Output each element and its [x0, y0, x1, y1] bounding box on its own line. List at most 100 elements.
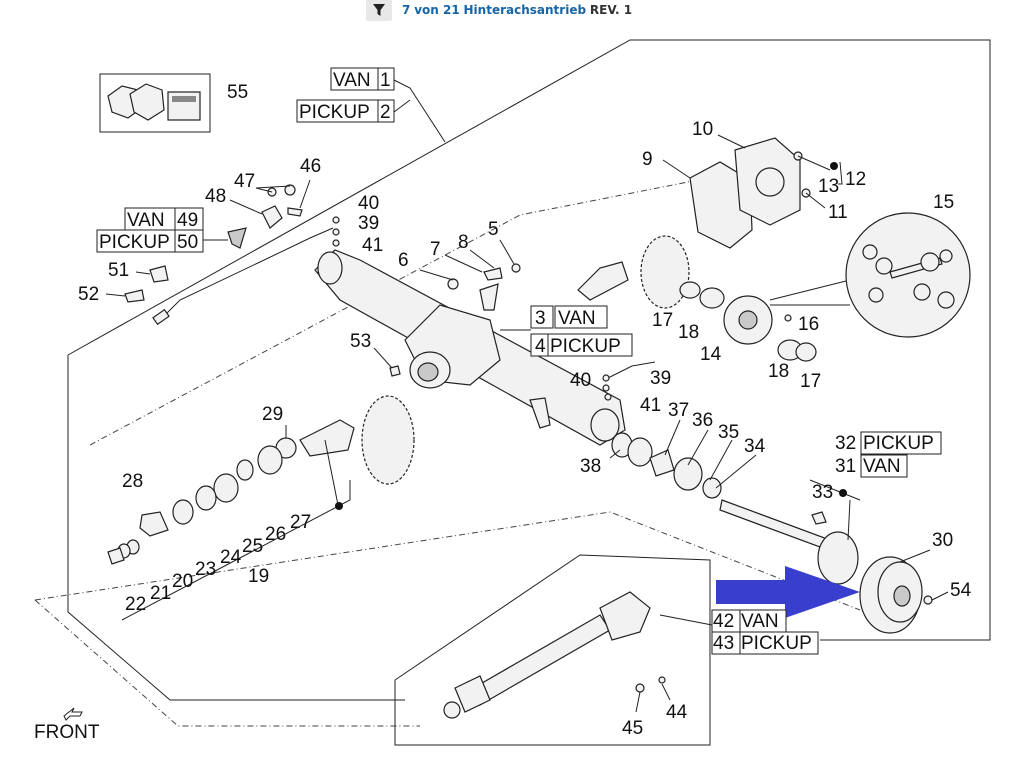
part-number-17b: 17 — [800, 371, 821, 392]
part-number-33: 33 — [812, 482, 833, 503]
part-39-41-lower-fittings[interactable]: 40 39 41 — [570, 361, 671, 416]
part-39-41-upper-fittings[interactable]: 40 39 41 — [332, 193, 383, 256]
part-number-41b: 41 — [640, 395, 661, 416]
variant-label-31-32: 32 PICKUP 31 VAN — [835, 431, 942, 478]
page-number: 7 — [402, 3, 411, 17]
variant-pickup-2: PICKUP — [299, 102, 370, 123]
filter-icon — [373, 3, 385, 16]
part-number-38: 38 — [580, 456, 601, 477]
part-number-55: 55 — [227, 82, 248, 103]
part-number-39a: 39 — [358, 213, 379, 234]
ring-pinion-upper[interactable]: 17 18 — [577, 235, 725, 343]
front-arrow-icon — [63, 707, 83, 721]
part-53-vent[interactable]: 53 — [350, 331, 401, 377]
part-51-52-clips[interactable]: 51 52 — [78, 260, 169, 305]
filter-button[interactable] — [366, 0, 392, 21]
part-number-6: 6 — [398, 250, 409, 271]
part-55-gasket-kit[interactable]: 55 — [99, 73, 248, 133]
variant-label-1-2: VAN 1 PICKUP 2 — [296, 67, 446, 143]
variant-num-31: 31 — [835, 456, 856, 477]
variant-num-49: 49 — [177, 210, 198, 231]
variant-label-49-50: VAN 49 PICKUP 50 — [96, 207, 247, 253]
part-number-44: 44 — [666, 702, 688, 723]
part-number-19: 19 — [248, 566, 269, 587]
part-number-45: 45 — [622, 718, 643, 739]
part-number-7: 7 — [430, 239, 441, 260]
variant-num-42: 42 — [713, 611, 734, 632]
ring-pinion-lower[interactable]: 29 28 27 26 25 24 23 20 21 22 19 — [107, 395, 415, 615]
part-number-12: 12 — [845, 169, 866, 190]
variant-van-49: VAN — [127, 210, 165, 231]
variant-label-3-4: 3 VAN 4 PICKUP — [500, 305, 633, 357]
part-9-10-cover-gasket[interactable]: 9 10 — [642, 119, 801, 249]
part-11-13-bolts[interactable]: 13 12 11 — [793, 151, 866, 223]
part-number-47: 47 — [234, 171, 255, 192]
part-number-53: 53 — [350, 331, 371, 352]
variant-num-32: 32 — [835, 433, 856, 454]
variant-pickup-32: PICKUP — [863, 433, 934, 454]
brake-cable — [159, 227, 334, 321]
variant-pickup-50: PICKUP — [99, 232, 170, 253]
part-number-10: 10 — [692, 119, 713, 140]
variant-van-1: VAN — [333, 70, 371, 91]
part-number-34: 34 — [744, 436, 766, 457]
part-number-35: 35 — [718, 422, 739, 443]
variant-van-3: VAN — [558, 308, 596, 329]
variant-label-42-43: 42 VAN 43 PICKUP — [659, 609, 819, 655]
breadcrumb-bar: 7 von 21 Hinterachsantrieb REV. 1 — [366, 0, 632, 21]
part-number-23: 23 — [195, 559, 216, 580]
part-15-diff-gears[interactable]: 15 — [845, 192, 971, 338]
part-34-38-hub-bearings[interactable]: 37 36 35 34 38 — [580, 400, 766, 499]
part-number-18b: 18 — [768, 361, 789, 382]
variant-num-50: 50 — [177, 232, 198, 253]
axle-housing[interactable] — [314, 249, 626, 446]
variant-pickup-4: PICKUP — [550, 336, 621, 357]
variant-num-3: 3 — [535, 308, 546, 329]
part-5-8-mounting[interactable]: 6 7 8 5 — [398, 219, 521, 311]
part-number-11: 11 — [828, 202, 848, 223]
variant-num-4: 4 — [535, 336, 546, 357]
part-number-39b: 39 — [650, 368, 671, 389]
page-indicator: 7 von 21 Hinterachsantrieb REV. 1 — [402, 3, 632, 17]
part-number-52: 52 — [78, 284, 99, 305]
part-number-13: 13 — [818, 176, 839, 197]
variant-van-42: VAN — [741, 611, 779, 632]
part-number-22: 22 — [125, 594, 146, 615]
front-indicator: FRONT — [34, 707, 100, 743]
part-number-20: 20 — [172, 571, 193, 592]
part-number-26: 26 — [265, 524, 286, 545]
part-46-48-brake-lever[interactable]: 46 47 48 — [205, 156, 321, 229]
part-number-30: 30 — [932, 530, 953, 551]
part-number-15: 15 — [933, 192, 954, 213]
part-number-48: 48 — [205, 186, 226, 207]
part-number-46: 46 — [300, 156, 321, 177]
part-31-32-half-shaft[interactable]: 33 — [719, 479, 861, 585]
variant-van-31: VAN — [863, 456, 901, 477]
variant-pickup-43: PICKUP — [741, 633, 812, 654]
variant-num-2: 2 — [380, 102, 391, 123]
section-link[interactable]: Hinterachsantrieb — [463, 3, 587, 17]
part-number-40b: 40 — [570, 370, 591, 391]
page-total: von 21 — [414, 3, 460, 17]
part-number-16: 16 — [798, 314, 819, 335]
part-number-25: 25 — [242, 536, 263, 557]
part-number-17a: 17 — [652, 310, 673, 331]
part-number-27: 27 — [290, 512, 311, 533]
part-number-41a: 41 — [362, 235, 383, 256]
variant-num-43: 43 — [713, 633, 734, 654]
part-number-40a: 40 — [358, 193, 379, 214]
part-14-differential[interactable]: 16 14 18 17 — [700, 279, 851, 392]
part-number-14: 14 — [700, 344, 722, 365]
part-number-37: 37 — [668, 400, 689, 421]
revision-label: REV. 1 — [589, 3, 633, 17]
variant-num-1: 1 — [380, 70, 391, 91]
part-number-51: 51 — [108, 260, 129, 281]
part-number-8: 8 — [458, 232, 469, 253]
part-number-29: 29 — [262, 404, 283, 425]
part-number-21: 21 — [150, 583, 171, 604]
part-30-brake-drum[interactable]: 30 54 — [859, 530, 972, 634]
part-number-24: 24 — [220, 547, 242, 568]
part-42-43-driveshaft[interactable]: 45 44 — [443, 591, 688, 739]
part-number-54: 54 — [950, 580, 972, 601]
